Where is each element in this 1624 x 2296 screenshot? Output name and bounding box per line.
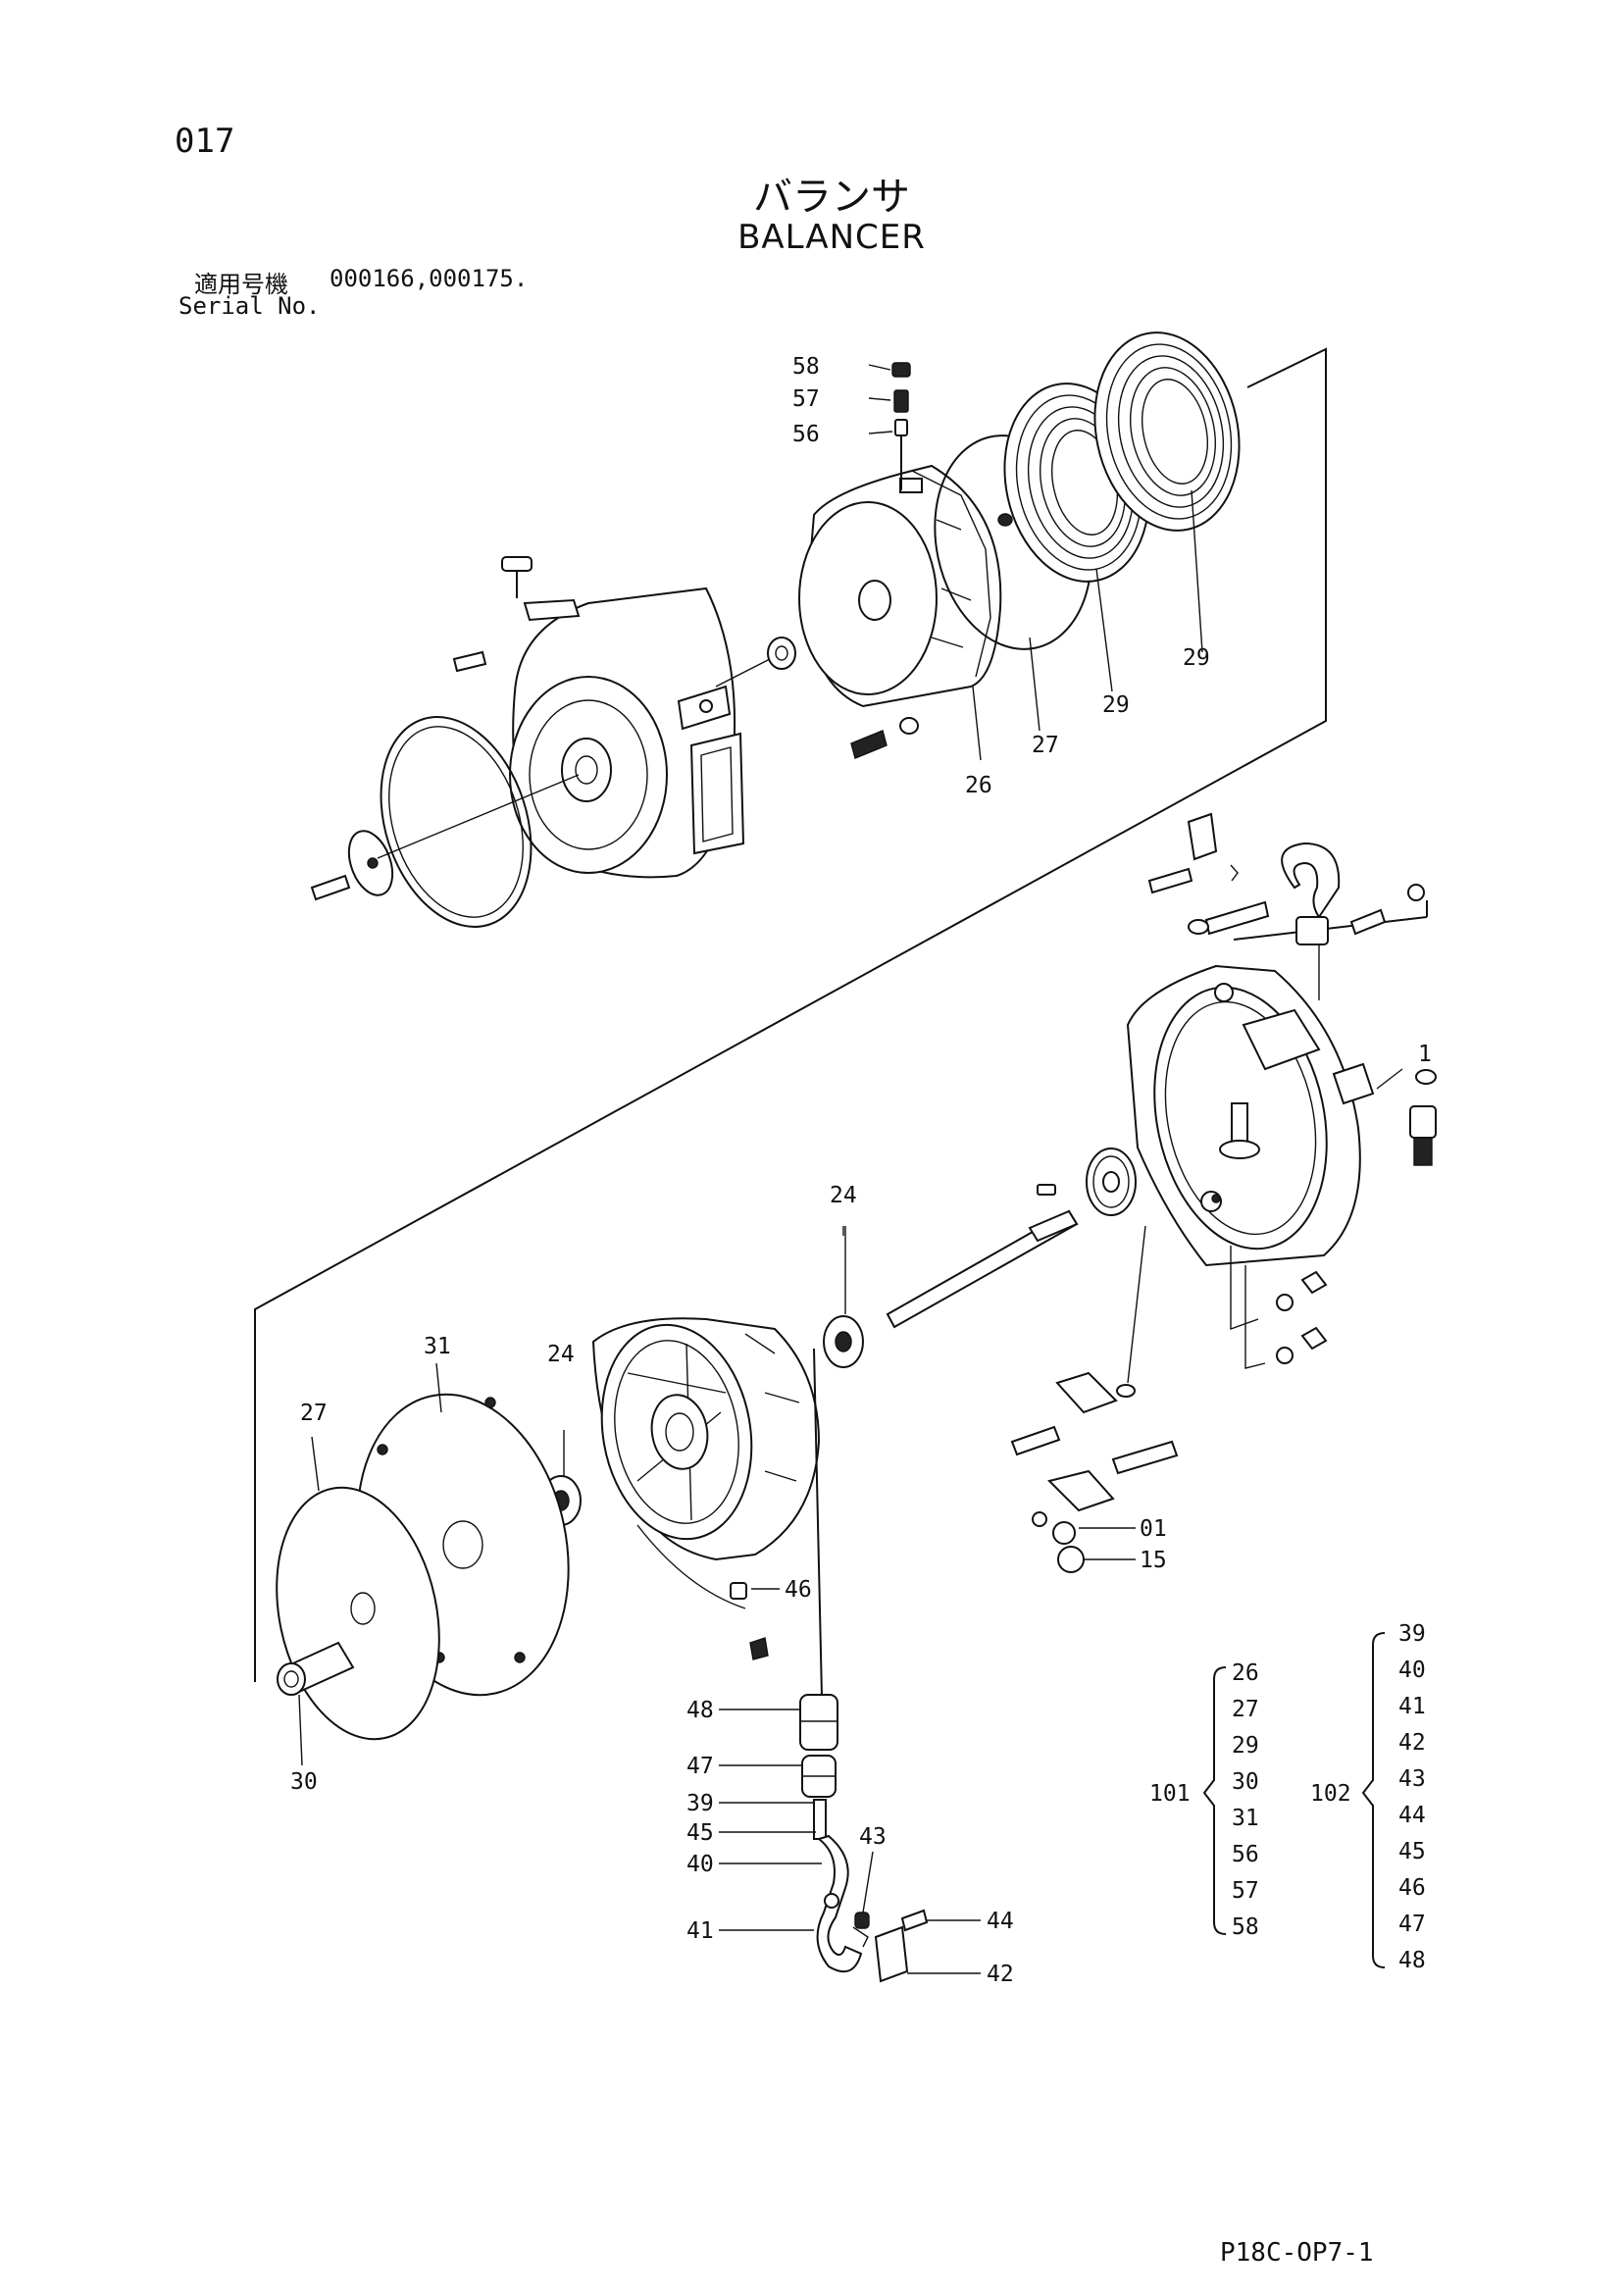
callout-41: 41: [686, 1918, 714, 1944]
group-101-item: 30: [1232, 1769, 1259, 1795]
spring-cover-housing: [509, 587, 745, 879]
callout-56: 56: [792, 422, 820, 447]
group-101-item: 29: [1232, 1733, 1259, 1759]
callout-01: 01: [1140, 1516, 1167, 1542]
callout-27-top: 27: [1032, 733, 1059, 758]
serial-numbers: 000166,000175.: [330, 265, 529, 292]
group-102-item: 39: [1398, 1621, 1426, 1647]
group-102-item: 48: [1398, 1948, 1426, 1973]
drum-bolt: [850, 717, 919, 759]
cover-nut: [715, 637, 796, 688]
group-101-item: 56: [1232, 1842, 1259, 1867]
hanger-bracket: [1147, 812, 1270, 936]
group-102-item: 46: [1398, 1875, 1426, 1901]
group-102-item: 41: [1398, 1694, 1426, 1719]
callout-58: 58: [792, 354, 820, 380]
callout-40: 40: [686, 1852, 714, 1877]
group-101-item: 58: [1232, 1914, 1259, 1940]
hook-latch-screw: [874, 1909, 929, 1983]
cable-stopper: [730, 1582, 769, 1660]
top-fittings: [891, 362, 911, 490]
callout-24-drum: 24: [547, 1342, 575, 1367]
cover-washer-and-screw: [310, 774, 580, 901]
housing-nuts: [1230, 1246, 1328, 1369]
page-title-english: BALANCER: [737, 218, 926, 257]
callout-45: 45: [686, 1820, 714, 1846]
callout-1: 1: [1418, 1042, 1432, 1067]
assembly-group-101: 101 26 27 29 30 31 56 57 58: [1149, 1660, 1259, 1940]
cover-setscrew: [452, 650, 487, 673]
serial-label-english: Serial No.: [178, 292, 321, 320]
hanger-hook: [1281, 842, 1425, 1000]
drive-gear: [1037, 1148, 1137, 1216]
callout-29-inner: 29: [1102, 692, 1130, 718]
callout-31: 31: [424, 1334, 451, 1359]
group-102-number: 102: [1310, 1781, 1351, 1807]
spark-plug-fitting: [1376, 1068, 1437, 1166]
shaft-bearing: [823, 1226, 864, 1368]
group-102-item: 43: [1398, 1766, 1426, 1792]
group-101-item: 57: [1232, 1878, 1259, 1904]
main-housing: [1126, 964, 1375, 1267]
callout-29-outer: 29: [1183, 645, 1210, 671]
serial-label-japanese: 適用号機: [194, 271, 288, 298]
assembly-group-102: 102 39 40 41 42 43 44 45 46 47 48: [1310, 1621, 1426, 1973]
group-102-item: 47: [1398, 1912, 1426, 1937]
callout-57: 57: [792, 386, 820, 412]
callout-26: 26: [965, 773, 992, 798]
callout-46: 46: [785, 1577, 812, 1603]
lock-pin-and-ring: [1032, 1511, 1085, 1573]
group-102-item: 44: [1398, 1803, 1426, 1828]
document-code: P18C-OP7-1: [1220, 2238, 1374, 2268]
assembly-frame-lines: [254, 347, 1428, 1682]
group-101-item: 27: [1232, 1697, 1259, 1722]
group-101-item: 26: [1232, 1660, 1259, 1686]
latch-lever: [1010, 1225, 1179, 1512]
rope-stoppers: [799, 1694, 838, 1840]
callout-43: 43: [859, 1824, 887, 1850]
cover-gasket-ring: [380, 716, 533, 928]
page-title-japanese: バランサ: [753, 175, 910, 220]
callout-15: 15: [1140, 1548, 1167, 1573]
wire-rope: [813, 1348, 823, 1698]
callout-42: 42: [987, 1962, 1014, 1987]
callout-labels: 58 57 56 29 29 27 26 1 24 24 31 27 30 46…: [290, 354, 1432, 1987]
group-102-item: 45: [1398, 1839, 1426, 1864]
group-101-item: 31: [1232, 1806, 1259, 1831]
load-hook: [816, 1834, 870, 1973]
callout-24-shaft: 24: [830, 1183, 857, 1208]
spring-drum: [798, 464, 1002, 708]
arbor-tube: [277, 1641, 355, 1696]
group-102-item: 40: [1398, 1658, 1426, 1683]
callout-27-bottom: 27: [300, 1401, 328, 1426]
group-102-item: 42: [1398, 1730, 1426, 1756]
callout-30: 30: [290, 1769, 318, 1795]
power-spring-outer: [1093, 332, 1241, 532]
rope-drum-housing: [591, 1317, 821, 1609]
drive-shaft: [886, 1209, 1079, 1329]
page-number: 017: [175, 122, 235, 161]
cover-bolt: [501, 556, 533, 598]
callout-leader-lines: [298, 364, 1203, 1974]
callout-39: 39: [686, 1791, 714, 1816]
callout-48: 48: [686, 1698, 714, 1723]
housing-pin: [1219, 1102, 1260, 1159]
callout-47: 47: [686, 1754, 714, 1779]
callout-44: 44: [987, 1909, 1014, 1934]
group-101-number: 101: [1149, 1781, 1191, 1807]
